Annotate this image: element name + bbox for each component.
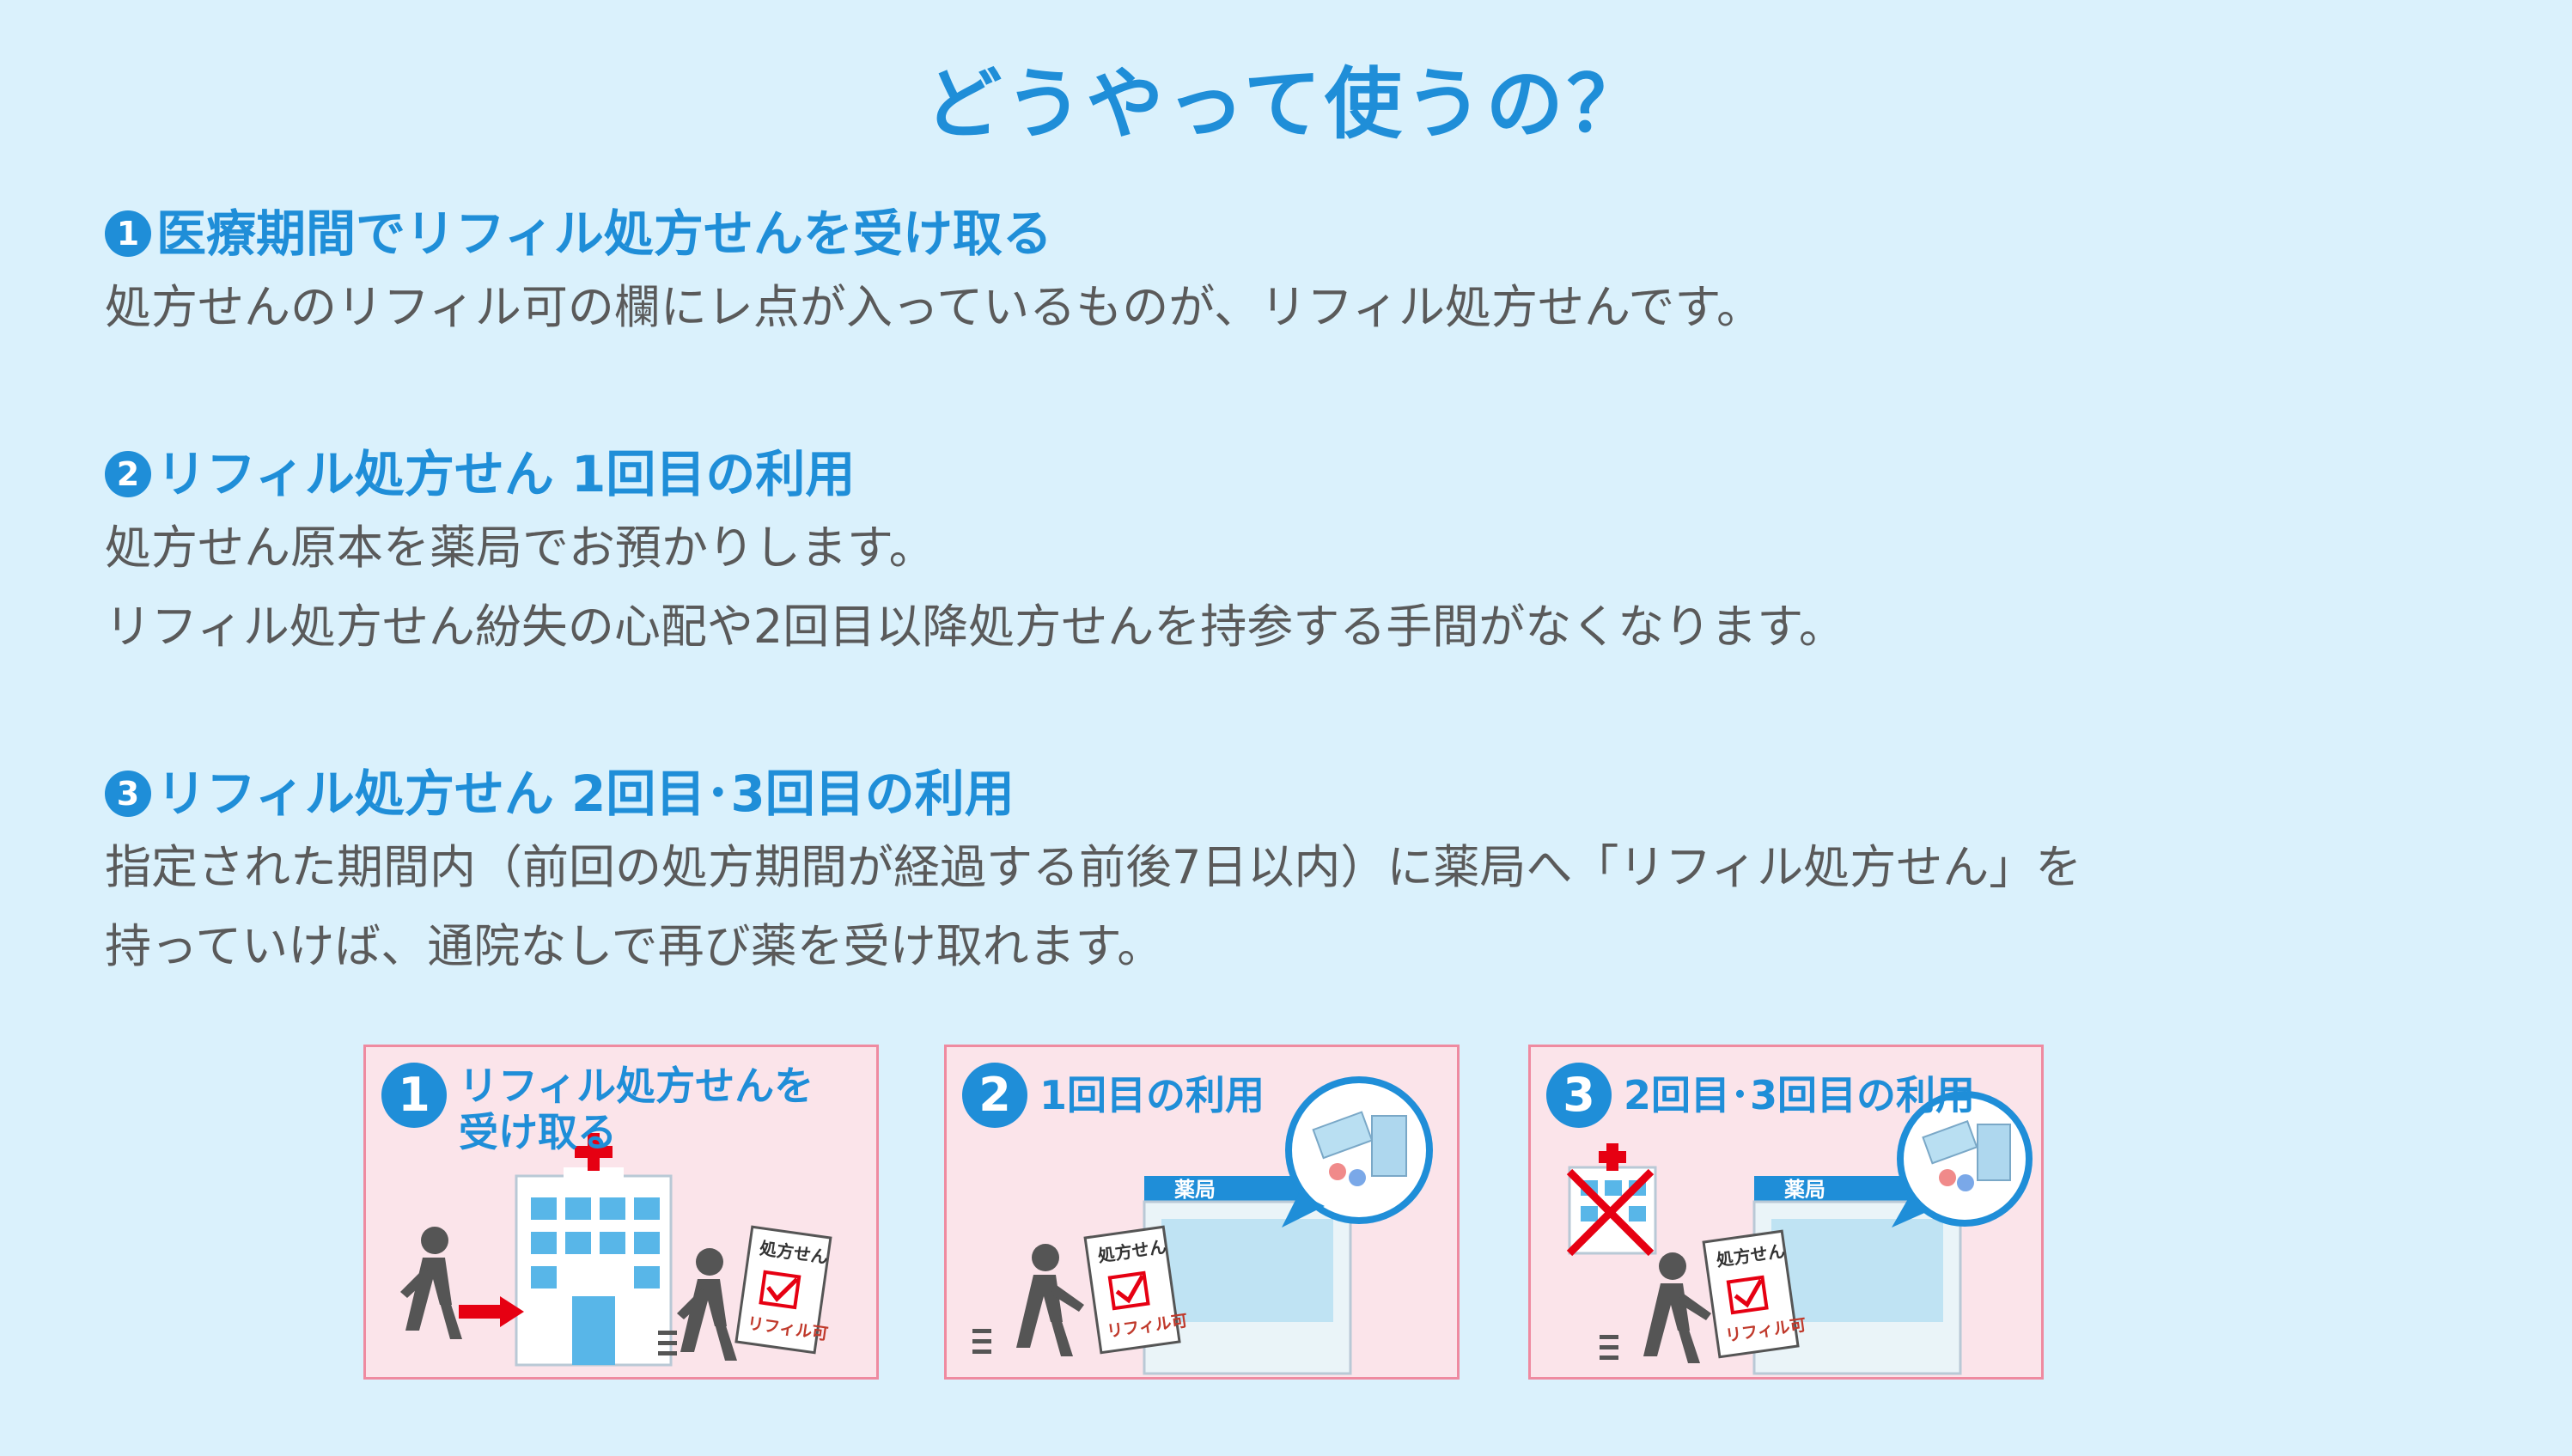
step-2-line-1: 処方せん原本を薬局でお預かりします。 xyxy=(105,521,936,575)
card-second-third-use: 薬局 処方せん リフィル可 3 xyxy=(1528,1045,2044,1380)
hospital-icon xyxy=(515,1133,673,1367)
card-3-title: 3 2回目･3回目の利用 xyxy=(1546,1063,1975,1128)
card-receive-prescription: 処方せん リフィル可 1 リフィル処方せんを 受け取る xyxy=(363,1045,879,1380)
step-3-heading: 3 リフィル処方せん 2回目･3回目の利用 xyxy=(105,759,2081,828)
cross-mark-icon xyxy=(1566,1168,1655,1257)
walking-person-icon xyxy=(400,1227,462,1339)
step-2-line-2: リフィル処方せん紛失の心配や2回目以降処方せんを持参する手間がなくなります。 xyxy=(105,600,1845,654)
arrow-icon xyxy=(459,1296,524,1327)
walking-person-icon xyxy=(1600,1252,1711,1363)
step-1: 1 医療期間でリフィル処方せんを受け取る 処方せんのリフィル可の欄にレ点が入って… xyxy=(105,199,1763,347)
walking-person-icon xyxy=(658,1248,737,1361)
prescription-document-icon: 処方せん リフィル可 xyxy=(734,1225,832,1355)
card-1-title-line-2: 受け取る xyxy=(459,1109,617,1155)
step-2-number-icon: 2 xyxy=(105,451,151,497)
step-3-line-2: 持っていけば、通院なしで再び薬を受け取れます。 xyxy=(105,919,1164,973)
card-1-illustration: 処方せん リフィル可 xyxy=(400,1133,832,1367)
walking-person-icon xyxy=(972,1244,1084,1356)
card-2-title: 2 1回目の利用 xyxy=(962,1063,1265,1128)
step-2-heading-text: リフィル処方せん 1回目の利用 xyxy=(156,445,856,503)
step-1-body: 処方せんのリフィル可の欄にレ点が入っているものが、リフィル処方せんです。 xyxy=(105,268,1763,347)
step-3-line-1: 指定された期間内（前回の処方期間が経過する前後7日以内）に薬局へ「リフィル処方せ… xyxy=(105,840,2082,894)
step-2: 2 リフィル処方せん 1回目の利用 処方せん原本を薬局でお預かりします。 リフィ… xyxy=(105,440,1845,667)
step-1-heading-text: 医療期間でリフィル処方せんを受け取る xyxy=(156,204,1052,263)
step-3-body: 指定された期間内（前回の処方期間が経過する前後7日以内）に薬局へ「リフィル処方せ… xyxy=(105,828,2081,986)
medicine-bubble-icon xyxy=(1282,1076,1433,1228)
step-2-body: 処方せん原本を薬局でお預かりします。 リフィル処方せん紛失の心配や2回目以降処方… xyxy=(105,509,1845,667)
card-3-illustration: 薬局 処方せん リフィル可 xyxy=(1566,1091,2033,1375)
card-3-number-icon: 3 xyxy=(1546,1063,1612,1128)
medicine-bubble-icon xyxy=(1892,1091,2033,1228)
step-1-heading: 1 医療期間でリフィル処方せんを受け取る xyxy=(105,199,1763,268)
step-1-line-1: 処方せんのリフィル可の欄にレ点が入っているものが、リフィル処方せんです。 xyxy=(105,280,1763,334)
card-1-number-icon: 1 xyxy=(381,1063,447,1128)
card-3-title-line-1: 2回目･3回目の利用 xyxy=(1624,1072,1976,1118)
pharmacy-store-icon: 薬局 xyxy=(1143,1176,1352,1375)
card-2-number-icon: 2 xyxy=(962,1063,1027,1128)
step-1-number-icon: 1 xyxy=(105,210,151,257)
card-2-illustration: 薬局 処方せん リフィル可 xyxy=(972,1076,1433,1375)
prescription-document-icon: 処方せん リフィル可 xyxy=(1083,1225,1189,1355)
card-1-title-line-1: リフィル処方せんを xyxy=(459,1063,814,1109)
step-3-heading-text: リフィル処方せん 2回目･3回目の利用 xyxy=(156,765,1015,823)
step-3-number-icon: 3 xyxy=(105,771,151,817)
card-first-use: 薬局 処方せん リフィル可 2 xyxy=(944,1045,1460,1380)
pharmacy-sign: 薬局 xyxy=(1784,1178,1825,1202)
step-3: 3 リフィル処方せん 2回目･3回目の利用 指定された期間内（前回の処方期間が経… xyxy=(105,759,2081,986)
page-title: どうやって使うの？ xyxy=(924,59,1648,149)
card-2-title-line-1: 1回目の利用 xyxy=(1039,1072,1265,1118)
step-2-heading: 2 リフィル処方せん 1回目の利用 xyxy=(105,440,1845,509)
prescription-document-icon: 処方せん リフィル可 xyxy=(1702,1229,1807,1359)
card-1-title: 1 リフィル処方せんを 受け取る xyxy=(381,1063,814,1155)
pharmacy-sign: 薬局 xyxy=(1174,1178,1216,1202)
